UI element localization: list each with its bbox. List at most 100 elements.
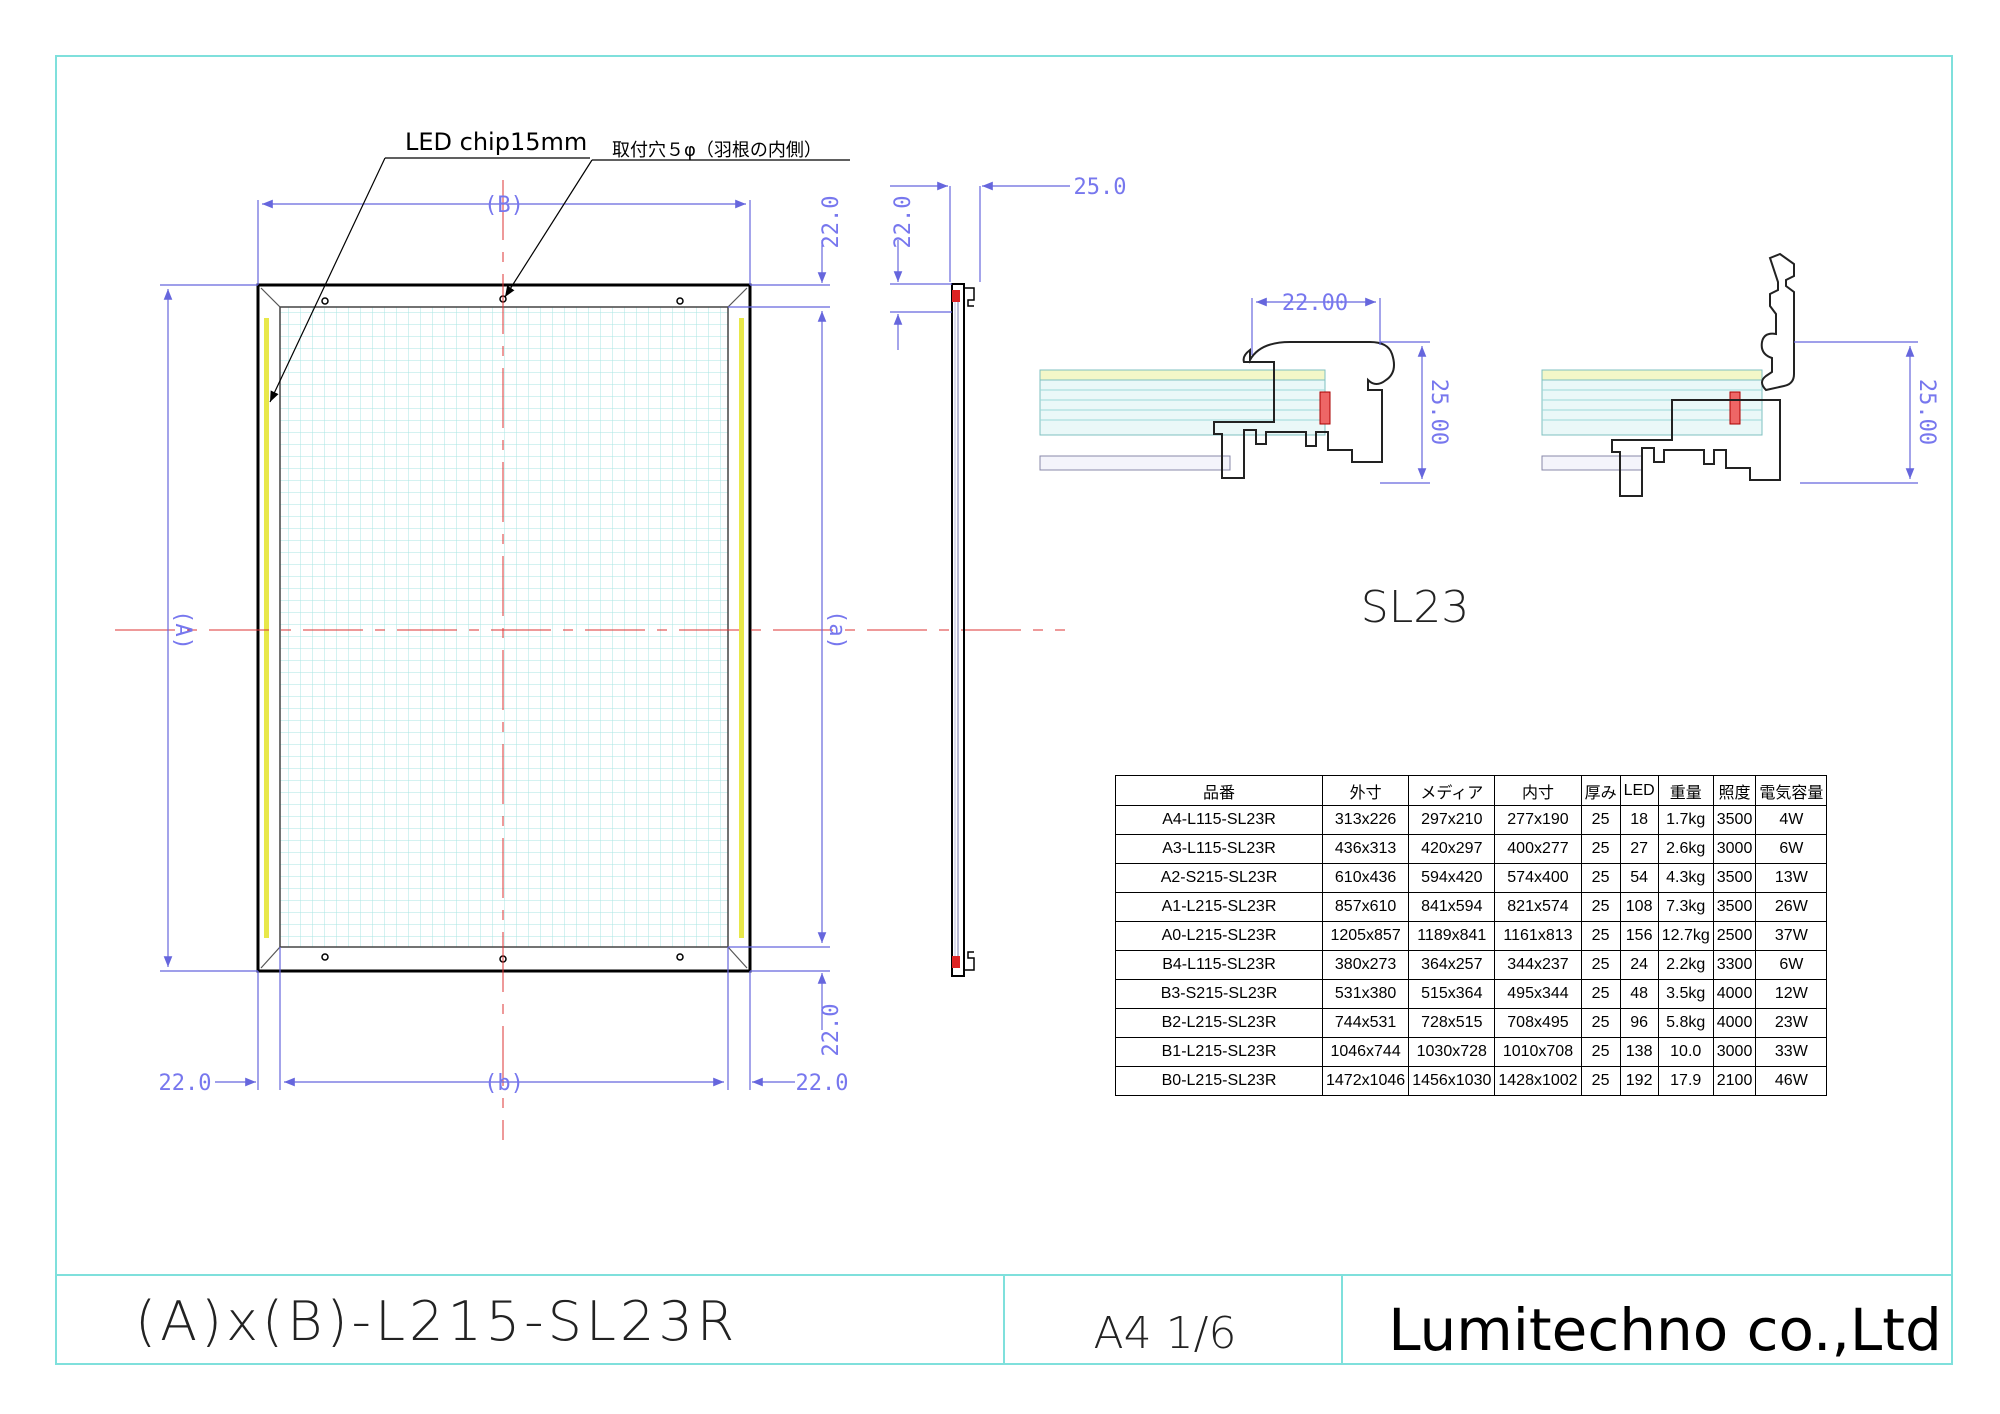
profile-section-open [1541, 252, 1795, 497]
dim-label-A: (A) [170, 610, 195, 650]
table-cell: 25 [1580, 1066, 1621, 1096]
table-cell: 420x297 [1408, 834, 1496, 864]
table-cell: 1472x1046 [1321, 1066, 1410, 1096]
table-cell: 25 [1580, 921, 1621, 951]
dim-label-B: (B) [484, 193, 524, 218]
spec-table: 品番 外寸 メディア 内寸 厚み LED 重量 照度 電気容量 A4-L115-… [1115, 775, 1828, 1096]
col-header: 品番 [1115, 775, 1323, 806]
table-cell: 708x495 [1494, 1008, 1582, 1038]
table-cell: 821x574 [1494, 892, 1582, 922]
table-cell: 6W [1755, 950, 1828, 980]
table-cell: 4000 [1712, 979, 1757, 1009]
table-cell: A0-L215-SL23R [1115, 921, 1323, 951]
dim-label-a: (a) [824, 610, 849, 650]
table-cell: 2100 [1712, 1066, 1757, 1096]
table-cell: 2500 [1712, 921, 1757, 951]
dim-profile-height-25-left: 25.00 [1426, 379, 1451, 445]
table-cell: 4W [1755, 805, 1828, 835]
profile-section-closed [1039, 341, 1395, 479]
dim-side-top-22: 22.0 [891, 196, 916, 249]
title-company: Lumitechno co.,Ltd [1388, 1296, 1942, 1364]
table-cell: 23W [1755, 1008, 1828, 1038]
table-cell: 25 [1580, 979, 1621, 1009]
table-cell: 380x273 [1321, 950, 1410, 980]
table-cell: 48 [1619, 979, 1659, 1009]
table-cell: 24 [1619, 950, 1659, 980]
table-cell: 10.0 [1657, 1037, 1714, 1067]
dim-label-b: (b) [484, 1071, 524, 1096]
front-view [115, 180, 1065, 1140]
col-header: 重量 [1657, 775, 1714, 806]
front-dimensions [160, 199, 830, 1090]
table-cell: 344x237 [1494, 950, 1582, 980]
table-cell: 1046x744 [1321, 1037, 1410, 1067]
dim-profile-width-22: 22.00 [1282, 291, 1348, 316]
col-header: 電気容量 [1755, 775, 1828, 806]
table-cell: A1-L215-SL23R [1115, 892, 1323, 922]
table-cell: 25 [1580, 1037, 1621, 1067]
table-cell: 594x420 [1408, 863, 1496, 893]
col-header: 厚み [1580, 775, 1621, 806]
title-part-number: (A)x(B)-L215-SL23R [135, 1290, 738, 1353]
table-cell: 744x531 [1321, 1008, 1410, 1038]
table-cell: 4000 [1712, 1008, 1757, 1038]
table-cell: 436x313 [1321, 834, 1410, 864]
dim-front-right-22: 22.0 [796, 1071, 849, 1096]
table-cell: 610x436 [1321, 863, 1410, 893]
callout-lines [269, 157, 850, 403]
table-cell: 1456x1030 [1408, 1066, 1496, 1096]
table-cell: 46W [1755, 1066, 1828, 1096]
table-cell: 400x277 [1494, 834, 1582, 864]
table-cell: 25 [1580, 892, 1621, 922]
table-cell: 25 [1580, 1008, 1621, 1038]
table-cell: 96 [1619, 1008, 1659, 1038]
table-cell: 18 [1619, 805, 1659, 835]
table-cell: 4.3kg [1657, 863, 1714, 893]
table-cell: 25 [1580, 950, 1621, 980]
table-cell: 297x210 [1408, 805, 1496, 835]
table-cell: 364x257 [1408, 950, 1496, 980]
table-cell: 2.2kg [1657, 950, 1714, 980]
table-cell: 1161x813 [1494, 921, 1582, 951]
table-cell: 1205x857 [1321, 921, 1410, 951]
table-cell: 515x364 [1408, 979, 1496, 1009]
dim-front-left-22: 22.0 [159, 1071, 212, 1096]
sheet-border [55, 55, 1953, 1365]
table-cell: 3300 [1712, 950, 1757, 980]
dim-front-top-22: 22.0 [819, 196, 844, 249]
led-strip-left [264, 318, 269, 938]
col-header: メディア [1408, 775, 1496, 806]
col-header: LED [1619, 775, 1659, 806]
table-cell: A2-S215-SL23R [1115, 863, 1323, 893]
table-cell: 531x380 [1321, 979, 1410, 1009]
table-cell: 313x226 [1321, 805, 1410, 835]
table-cell: 728x515 [1408, 1008, 1496, 1038]
table-cell: 33W [1755, 1037, 1828, 1067]
profile-model-label: SL23 [1361, 582, 1469, 633]
callout-led-chip: LED chip15mm [405, 128, 587, 156]
table-cell: 857x610 [1321, 892, 1410, 922]
table-cell: B1-L215-SL23R [1115, 1037, 1323, 1067]
profile-closed-dimensions [1251, 297, 1430, 484]
table-cell: 25 [1580, 863, 1621, 893]
table-cell: 17.9 [1657, 1066, 1714, 1096]
table-header-row: 品番 外寸 メディア 内寸 厚み LED 重量 照度 電気容量 [1115, 775, 1828, 806]
profile-open-dimensions [1794, 341, 1918, 484]
col-header: 外寸 [1321, 775, 1410, 806]
table-cell: B4-L115-SL23R [1115, 950, 1323, 980]
table-cell: 841x594 [1408, 892, 1496, 922]
table-cell: 1030x728 [1408, 1037, 1496, 1067]
table-cell: A3-L115-SL23R [1115, 834, 1323, 864]
table-cell: 1428x1002 [1494, 1066, 1582, 1096]
table-cell: 26W [1755, 892, 1828, 922]
table-cell: 3500 [1712, 805, 1757, 835]
table-cell: 574x400 [1494, 863, 1582, 893]
